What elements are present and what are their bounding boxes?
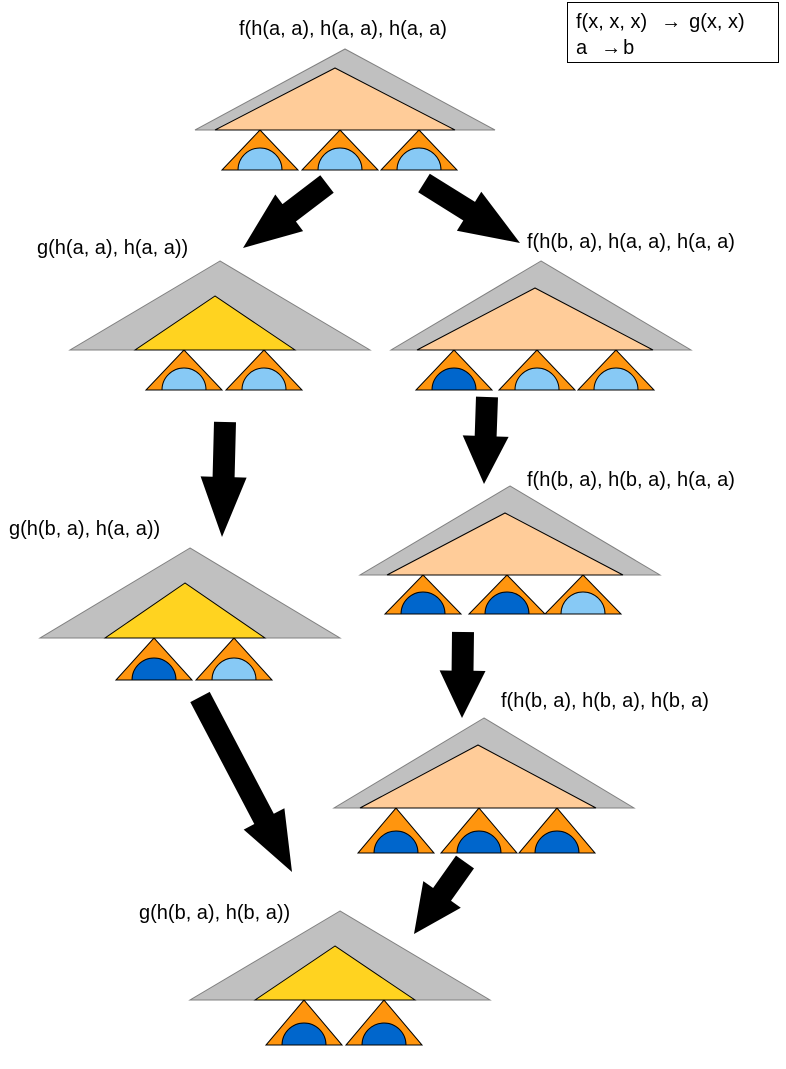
nodes-layer (38, 48, 693, 1046)
head-g-triangle (133, 295, 297, 351)
rewrite-arrow-n4-to-n6 (439, 631, 486, 718)
term-tree-n3 (389, 260, 693, 391)
argument-b-semicircle (484, 591, 530, 615)
term-tree-n4 (358, 485, 662, 615)
argument-b-semicircle (361, 1022, 407, 1046)
term-label-n5: g(h(b, a), h(a, a)) (9, 518, 161, 540)
rule-1-lhs: f(x, x, x) (576, 11, 648, 33)
argument-a-semicircle (211, 657, 257, 681)
argument-a-semicircle (514, 367, 560, 391)
term-tree-n2 (68, 260, 372, 391)
rule-2-arrow: → (601, 37, 622, 59)
term-label-n3: f(h(b, a), h(a, a), h(a, a) (527, 231, 735, 253)
term-tree-n7 (188, 910, 492, 1046)
term-label-n4: f(h(b, a), h(b, a), h(a, a) (527, 469, 735, 491)
argument-a-semicircle (161, 367, 207, 391)
term-tree-n5 (38, 547, 342, 681)
rewrite-arrow-n1-to-n2 (243, 175, 334, 248)
term-label-n6: f(h(b, a), h(b, a), h(b, a) (501, 690, 709, 712)
term-label-n2: g(h(a, a), h(a, a)) (37, 237, 189, 259)
argument-b-semicircle (456, 830, 502, 854)
argument-a-semicircle (317, 147, 363, 171)
head-g-triangle (253, 945, 417, 1001)
rule-2-rhs: b (623, 37, 635, 59)
argument-b-semicircle (373, 830, 419, 854)
head-f-triangle (214, 67, 456, 131)
argument-a-semicircle (396, 147, 442, 171)
term-label-n7: g(h(b, a), h(b, a)) (139, 902, 291, 924)
argument-a-semicircle (560, 591, 606, 615)
head-g-triangle (103, 582, 267, 639)
rewrite-rules-legend: f(x, x, x)→g(x, x) a→b (567, 2, 779, 63)
argument-a-semicircle (237, 147, 283, 171)
argument-b-semicircle (431, 367, 477, 391)
head-f-triangle (359, 744, 597, 809)
argument-b-semicircle (281, 1022, 327, 1046)
argument-a-semicircle (241, 367, 287, 391)
term-tree-n6 (332, 717, 636, 854)
term-label-n1: f(h(a, a), h(a, a), h(a, a) (239, 18, 447, 40)
rewrite-arrow-n3-to-n4 (462, 396, 509, 484)
rule-1: f(x, x, x) → g(x, x) (576, 12, 745, 32)
argument-b-semicircle (400, 591, 446, 615)
rule-2-lhs: a (576, 37, 588, 59)
rule-1-rhs: g(x, x) (689, 11, 745, 33)
argument-b-semicircle (534, 830, 580, 854)
rewrite-arrow-n1-to-n3 (418, 173, 520, 243)
rewrite-arrow-n6-to-n7 (414, 855, 474, 934)
head-f-triangle (386, 512, 624, 576)
argument-b-semicircle (131, 657, 177, 681)
head-f-triangle (416, 287, 654, 351)
edges-layer (190, 173, 520, 934)
argument-a-semicircle (593, 367, 639, 391)
rule-1-arrow: → (661, 11, 682, 33)
rule-2: a →b (576, 38, 634, 58)
term-tree-n1 (194, 48, 496, 171)
rewrite-arrow-n2-to-n5 (200, 421, 247, 537)
rewrite-arrow-n5-to-n7 (190, 691, 292, 872)
